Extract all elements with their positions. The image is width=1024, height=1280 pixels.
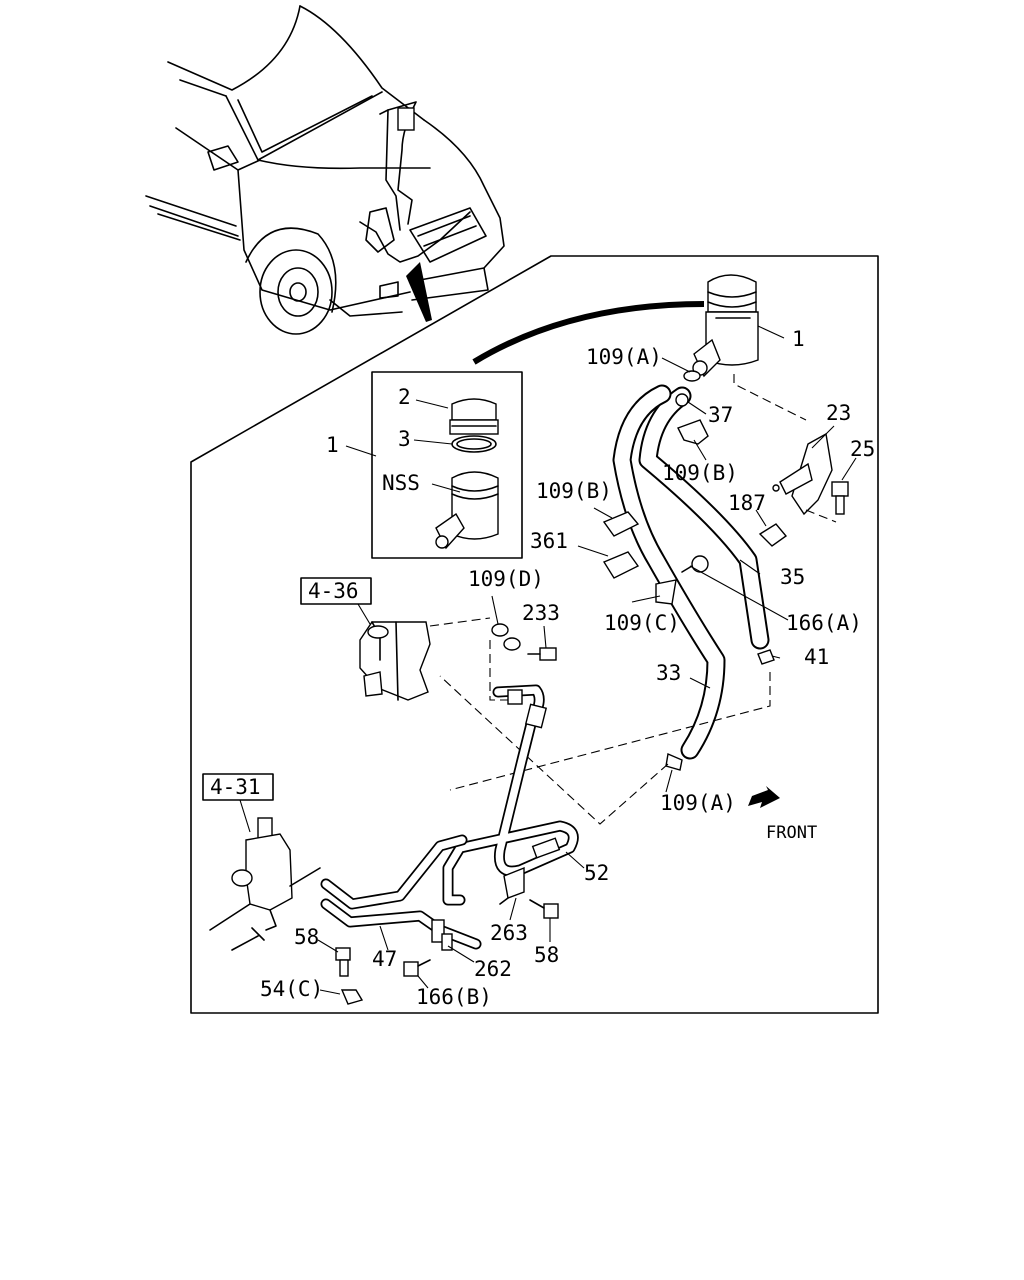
clip-109b-left-shape [602,511,640,537]
leader-lines [239,325,857,995]
callout-bracket-263: 263 [490,921,528,945]
callout-hose-52: 52 [584,861,609,885]
callout-bolt-58-left: 58 [294,925,319,949]
clip-109a-bottom-shape [665,753,683,771]
callout-clip-109c: 109(C) [604,611,680,635]
callout-clip-37: 37 [708,403,733,427]
callout-bolt-58-right: 58 [534,943,559,967]
nut-41-shape [757,649,775,665]
callout-reservoir-inset: 1 [326,433,339,457]
reservoir-main [692,274,759,378]
bolt-166a-shape [681,555,709,573]
reservoir-body-inset [435,471,499,550]
callout-clamp-262: 262 [474,957,512,981]
callout-clip-109b-left: 109(B) [536,479,612,503]
clip-109c-shape [655,579,677,605]
leader-vehicle-to-reservoir [472,301,705,365]
reference-box-pump-frame [300,577,372,605]
steering-gear-assembly [209,817,321,951]
hose-return-35 [638,386,770,650]
vehicle-overview-drawing [145,5,505,335]
bolt-58-right-shape [529,899,559,919]
callout-gasket: 3 [398,427,411,451]
callout-cap: 2 [398,385,411,409]
bolt-25-shape [831,481,849,515]
arrow-icon [748,786,780,808]
clamp-262-shape [431,919,445,943]
hose-suction-33 [612,384,726,760]
bracket-23-shape [772,432,833,516]
callout-bolt-166b: 166(B) [416,985,492,1009]
callout-hose-35: 35 [780,565,805,589]
bracket-263-shape [499,866,525,905]
callout-nut-41: 41 [804,645,829,669]
clip-361-shape [602,551,640,579]
clip-54c-shape [340,989,364,1005]
detail-frame [190,255,879,1014]
reference-box-gear-frame [202,773,274,801]
bolt-166b-shape [403,959,431,977]
bolt-58-left-shape [335,947,351,977]
callout-clip-361: 361 [530,529,568,553]
clip-109d-shape [491,623,521,651]
clip-187-shape [758,523,788,547]
reference-box-pump: 4-36 [308,579,359,603]
front-label: FRONT [766,823,817,843]
clip-37 [675,393,689,407]
callout-bolt-166a: 166(A) [786,611,862,635]
callout-pipe-47: 47 [372,947,397,971]
reference-box-gear: 4-31 [210,775,261,799]
reservoir-cap [449,398,499,435]
callout-clip-54c: 54(C) [260,977,323,1001]
pump-assembly [359,621,431,701]
callout-clip-109b-right: 109(B) [662,461,738,485]
callout-hose-33: 33 [656,661,681,685]
hose-pressure-52 [442,684,579,906]
clip-109a-top [683,370,701,382]
callout-nss: NSS [382,471,420,495]
callout-labels: 1 109(A) 37 23 25 109(B) 109(B) 187 361 … [210,327,875,1009]
callout-clip-187: 187 [728,491,766,515]
clip-109b-right-shape [677,419,709,445]
callout-clip-109a-top: 109(A) [586,345,662,369]
callout-clip-109a-bottom: 109(A) [660,791,736,815]
bolt-233-shape [527,647,557,661]
callout-clip-109d: 109(D) [468,567,544,591]
callout-reservoir-main: 1 [792,327,805,351]
callout-bolt-233: 233 [522,601,560,625]
clamp-462-inner [441,933,453,951]
callout-bolt-25: 25 [850,437,875,461]
callout-bracket-23: 23 [826,401,851,425]
inset-box [371,371,523,559]
